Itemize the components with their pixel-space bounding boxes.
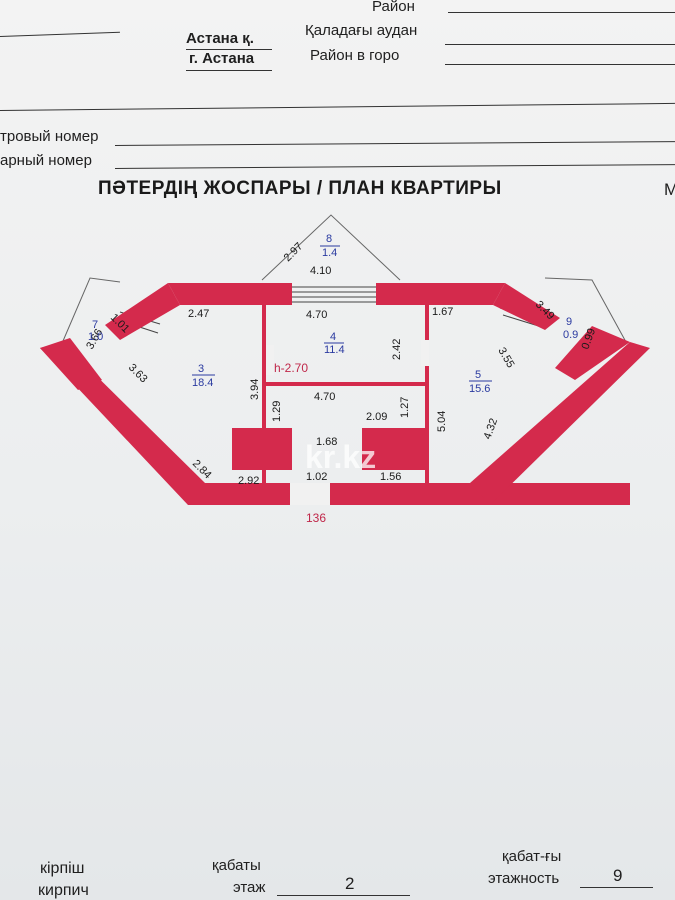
room-4-number: 4 [330, 331, 336, 343]
dim-3.55: 3.55 [495, 346, 516, 371]
bath-block-right [362, 428, 428, 470]
bottom-marker: 136 [306, 511, 326, 525]
wall-top-left [168, 283, 292, 305]
dim-4.10-top: 4.10 [310, 265, 331, 277]
watermark: kr.kz [305, 439, 376, 475]
balcony-9-outline [544, 277, 627, 343]
interior-wall-v2 [425, 305, 429, 483]
floors-total-ru-label: этажность [488, 870, 560, 887]
room-9-number: 9 [566, 316, 572, 328]
city-line [186, 49, 272, 50]
dim-4.70-mid: 4.70 [314, 391, 335, 403]
floor-ru-label: этаж [233, 879, 266, 896]
city-ru-line [186, 70, 272, 71]
balcony-7-outline [59, 277, 121, 349]
dim-1.68: 1.68 [316, 436, 337, 448]
dim-4.32: 4.32 [482, 417, 501, 441]
dim-1.56: 1.56 [380, 471, 401, 483]
material-kz-label: кірпіш [40, 860, 85, 877]
dim-3.63: 3.63 [126, 362, 150, 386]
ceiling-height-label: h-2.70 [274, 361, 308, 375]
district-kz-label: Қаладағы аудан [305, 22, 418, 39]
blank-line-1 [0, 102, 675, 111]
room-9-area: 0.9 [563, 329, 578, 341]
interior-wall-v1 [262, 305, 266, 483]
material-ru-label: кирпич [38, 882, 89, 899]
room-7-number: 7 [92, 319, 98, 331]
dim-2.97: 2.97 [282, 240, 306, 264]
wall-left-lower [40, 342, 205, 505]
room-5-area: 15.6 [469, 383, 490, 395]
city-kz-label: Астана қ. [186, 30, 254, 47]
floor-value: 2 [345, 874, 355, 893]
cadastral-line [114, 141, 675, 146]
floor-kz-label: қабаты [212, 857, 261, 874]
dim-4.70-top: 4.70 [306, 309, 327, 321]
room-7-area: 1.0 [88, 331, 103, 343]
wall-left-upper [105, 283, 180, 340]
interior-wall-h1 [266, 382, 425, 386]
wall-top-right [376, 283, 505, 305]
wall-right-upper [493, 283, 560, 330]
room-5-number: 5 [475, 369, 481, 381]
dim-2.42: 2.42 [391, 339, 403, 360]
rayon-label: Район [372, 0, 415, 15]
dim-3.94: 3.94 [249, 379, 261, 400]
dim-1.27: 1.27 [399, 397, 411, 418]
dim-1.67: 1.67 [432, 306, 453, 318]
floors-total-value: 9 [613, 866, 623, 885]
balcony-8-outline [261, 214, 401, 281]
room-8-number: 8 [326, 233, 332, 245]
dim-1.29: 1.29 [271, 401, 283, 422]
room-8-area: 1.4 [322, 247, 337, 259]
dim-1.02: 1.02 [306, 471, 327, 483]
dim-2.47: 2.47 [188, 308, 209, 320]
bath-block-left [232, 428, 292, 470]
room-4-area: 11.4 [324, 344, 345, 356]
district-line-ru [445, 64, 675, 65]
dim-5.04: 5.04 [436, 411, 448, 432]
cadastral-number-label: тровый номер [0, 128, 99, 145]
floors-total-kz-label: қабат-ғы [502, 848, 562, 865]
corner-letter: М [664, 180, 675, 199]
room-3-number: 3 [198, 363, 204, 375]
document-title: ПӘТЕРДІҢ ЖОСПАРЫ / ПЛАН КВАРТИРЫ [98, 178, 502, 199]
city-ru-label: г. Астана [189, 50, 255, 67]
dim-2.92: 2.92 [238, 475, 259, 487]
floors-total-line [580, 887, 653, 888]
inventory-line [114, 164, 675, 169]
floor-plan: 2.97 4.10 4.70 2.47 1.01 3.66 3.63 2.42 … [40, 214, 650, 525]
district-line-kz [445, 44, 675, 45]
room-3-area: 18.4 [192, 377, 213, 389]
wall-balcony-right [555, 326, 630, 380]
inventory-number-label: арный номер [0, 152, 92, 169]
rayon-line [448, 12, 675, 13]
top-line-left [0, 31, 120, 37]
district-ru-label: Район в горо [310, 47, 400, 64]
wall-right-lower [470, 342, 650, 505]
floor-value-line [277, 895, 410, 896]
dim-2.09: 2.09 [366, 411, 387, 423]
